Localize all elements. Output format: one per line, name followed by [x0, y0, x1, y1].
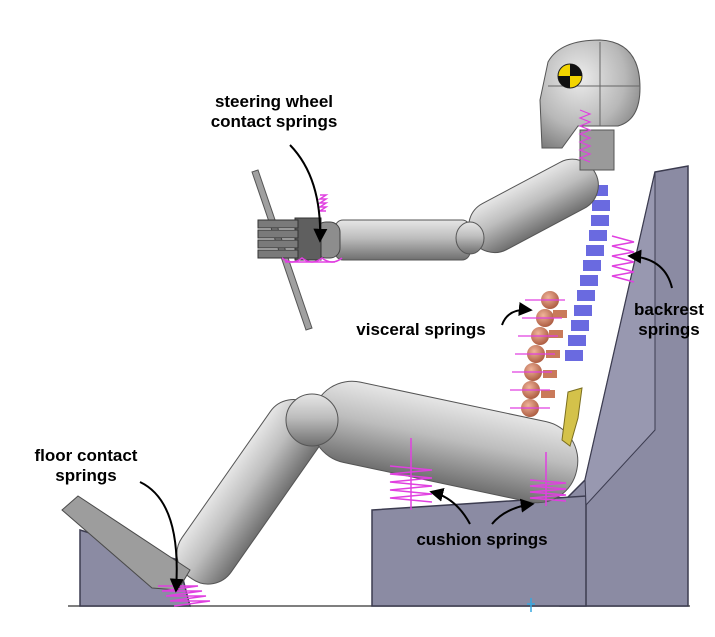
label-steering-line1: steering wheel [214, 92, 334, 111]
spine [565, 185, 610, 361]
label-visceral-springs: visceral springs [346, 320, 496, 340]
visceral-springs [510, 109, 592, 409]
pelvis-bracket [561, 387, 583, 447]
cushion-springs [389, 438, 567, 510]
label-floor-contact-springs: floor contact springs [18, 446, 154, 486]
floor-marker [527, 598, 535, 612]
backrest-springs [611, 235, 635, 283]
cushion-arrow-right [491, 498, 535, 525]
steering-contact-springs [281, 194, 343, 263]
floor-contact-springs [158, 585, 211, 607]
hand [257, 217, 322, 261]
label-backrest-line1: backrest [634, 300, 704, 319]
label-steering-wheel-contact-springs: steering wheel contact springs [195, 92, 353, 132]
label-steering-line2: contact springs [210, 112, 338, 131]
label-backrest-springs: backrest springs [626, 300, 712, 340]
label-floor-line2: springs [55, 466, 117, 485]
label-floor-line1: floor contact [34, 446, 138, 465]
label-visceral-line1: visceral springs [356, 320, 486, 339]
forearm [334, 219, 471, 261]
viscera [521, 291, 567, 417]
label-cushion-springs: cushion springs [402, 530, 562, 550]
steering-arrow [289, 144, 328, 243]
crash-test-target-icon [557, 63, 583, 89]
knee [285, 393, 339, 447]
foot [61, 495, 191, 591]
floor-arrow [139, 481, 184, 593]
label-cushion-line1: cushion springs [416, 530, 548, 549]
cushion-arrow-left [429, 487, 471, 525]
seat-cushion [371, 495, 587, 607]
elbow [455, 221, 485, 255]
visceral-arrow [501, 302, 533, 326]
backrest-arrow [627, 249, 673, 289]
label-backrest-line2: springs [638, 320, 700, 339]
